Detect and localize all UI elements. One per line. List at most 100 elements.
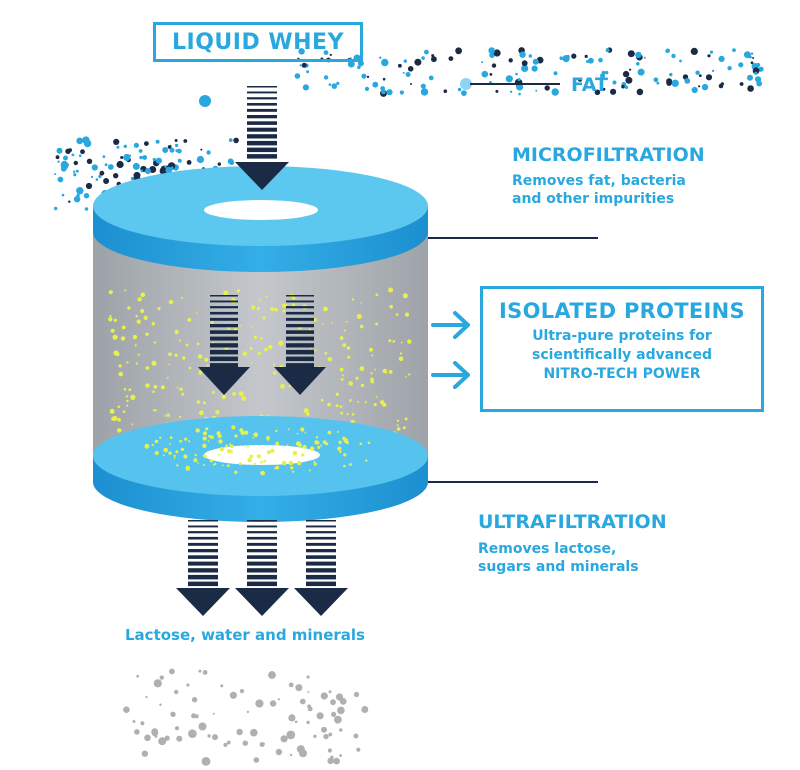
protein-particle <box>151 360 157 366</box>
protein-particle <box>292 470 295 473</box>
waste-particle <box>174 726 180 731</box>
protein-particle <box>259 299 262 302</box>
protein-particle <box>202 436 207 441</box>
protein-particle <box>396 427 401 431</box>
protein-particle <box>284 460 286 463</box>
waste-particle <box>202 670 208 675</box>
protein-particle <box>336 430 339 433</box>
protein-particle <box>226 464 230 468</box>
waste-particle <box>239 689 245 694</box>
fat-particle <box>85 182 93 190</box>
fat-particle <box>602 87 606 91</box>
fat-particle <box>553 71 558 76</box>
fat-particle <box>113 138 120 145</box>
fat-particle <box>169 147 175 153</box>
fat-particle <box>584 54 588 59</box>
protein-particle <box>108 317 113 322</box>
protein-particle <box>382 402 387 407</box>
fat-particle <box>727 66 732 71</box>
protein-particle <box>335 404 339 408</box>
fat-particle <box>695 70 700 75</box>
protein-particle <box>113 318 118 322</box>
protein-particle <box>168 299 174 305</box>
protein-particle <box>185 465 191 471</box>
protein-particle <box>280 383 285 389</box>
protein-particle <box>145 366 150 370</box>
protein-particle <box>194 453 197 457</box>
waste-particle <box>321 726 327 733</box>
fat-particle <box>495 89 499 93</box>
protein-particle <box>143 315 148 320</box>
fat-particle <box>142 155 148 160</box>
protein-particle <box>345 441 349 445</box>
protein-particle <box>260 460 263 464</box>
protein-particle <box>348 381 354 386</box>
protein-particle <box>153 384 158 389</box>
protein-particle <box>207 440 210 442</box>
protein-particle <box>360 383 365 388</box>
protein-particle <box>327 430 332 435</box>
protein-particle <box>327 357 333 362</box>
protein-particle <box>132 334 138 340</box>
protein-particle <box>118 371 124 377</box>
protein-particle <box>262 316 266 320</box>
protein-particle <box>385 372 388 374</box>
fat-particle <box>756 80 763 87</box>
protein-particle <box>152 390 155 394</box>
fat-particle <box>431 56 437 63</box>
fat-particle <box>68 200 71 203</box>
ultrafiltration-title: ULTRAFILTRATION <box>478 511 667 533</box>
protein-particle <box>221 394 227 400</box>
fat-particle <box>217 162 221 166</box>
fat-particle <box>750 52 754 55</box>
down-arrow-icon <box>176 520 230 616</box>
protein-particle <box>256 306 260 311</box>
protein-particle <box>274 307 279 312</box>
fat-particle <box>75 169 79 173</box>
protein-particle <box>367 441 371 445</box>
fat-particle <box>544 85 550 91</box>
protein-particle <box>250 362 253 364</box>
fat-particle <box>403 59 407 63</box>
fat-particle <box>665 48 670 53</box>
fat-particle <box>323 50 329 55</box>
fat-particle <box>140 169 144 173</box>
protein-particle <box>339 367 344 372</box>
fat-particle <box>610 88 617 95</box>
fat-particle <box>159 167 168 175</box>
waste-particle <box>356 747 361 752</box>
isolated-proteins-line3: NITRO-TECH POWER <box>543 366 701 382</box>
fat-particle <box>167 145 172 149</box>
fat-particle <box>65 148 71 154</box>
protein-particle <box>347 355 351 359</box>
protein-particle <box>304 432 307 434</box>
protein-particle <box>340 378 344 381</box>
fat-particle <box>711 69 715 73</box>
protein-particle <box>343 453 347 457</box>
protein-particle <box>315 436 319 439</box>
protein-particle <box>187 318 192 322</box>
fat-particle <box>78 154 82 157</box>
protein-particle <box>359 324 364 329</box>
protein-particle <box>109 408 115 414</box>
isolated-proteins-line2: scientifically advanced <box>532 347 712 363</box>
fat-particle <box>144 168 151 175</box>
protein-particle <box>137 297 142 302</box>
protein-particle <box>174 353 178 357</box>
fat-particle <box>635 51 642 59</box>
protein-particle <box>215 410 220 415</box>
protein-particle <box>210 320 214 324</box>
fat-particle <box>170 166 174 169</box>
waste-particle <box>353 733 359 739</box>
fat-particle <box>196 155 204 164</box>
waste-particle <box>268 671 276 679</box>
fat-particle <box>709 50 714 54</box>
fat-particle <box>505 75 513 83</box>
protein-particle <box>275 429 278 433</box>
protein-particle <box>335 392 339 396</box>
protein-particles-front <box>144 425 371 476</box>
fat-particle <box>531 65 538 72</box>
microfiltration-title: MICROFILTRATION <box>512 144 705 166</box>
fat-particle <box>481 61 484 64</box>
protein-particle <box>140 292 146 298</box>
